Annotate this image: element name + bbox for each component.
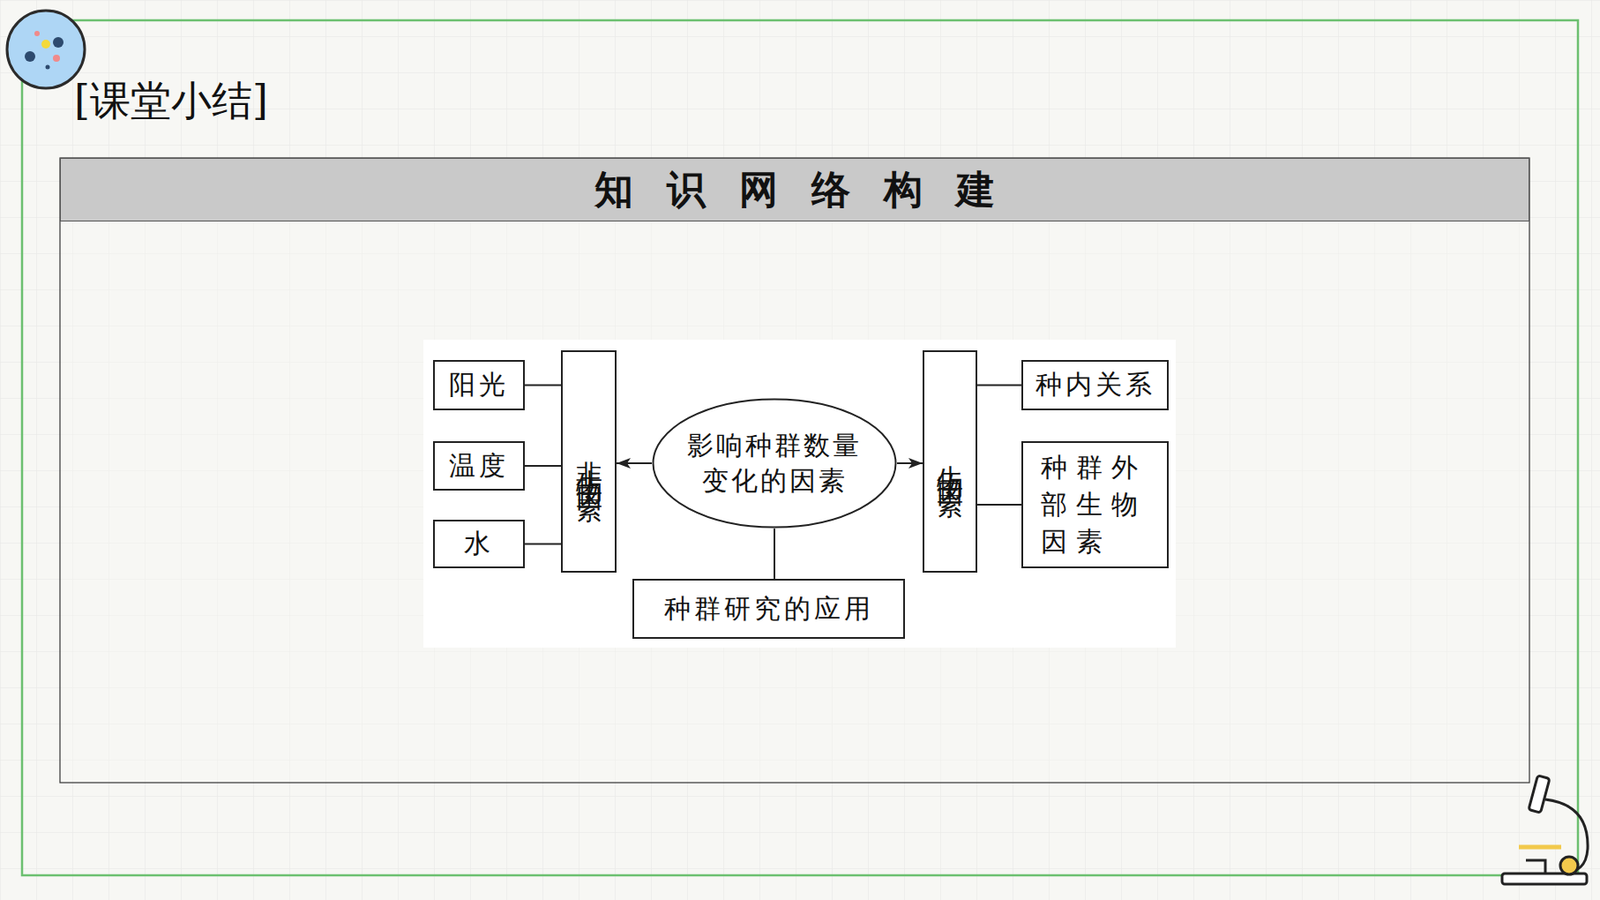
connector <box>524 543 561 546</box>
microscope-tube <box>1528 775 1550 813</box>
node-label: 温度 <box>448 448 509 485</box>
badge-dot <box>52 54 60 62</box>
badge-dot <box>52 37 64 48</box>
ellipse-shape <box>653 399 897 528</box>
heading-band: 知识网络构建 <box>59 157 1530 222</box>
factor-box: 种内关系 <box>1021 359 1169 411</box>
node-label: 种群外部生物因素 <box>1040 448 1152 561</box>
connector <box>773 528 776 579</box>
factor-box: 水 <box>433 519 525 569</box>
badge-dot <box>45 65 51 70</box>
microscope-knob <box>1560 856 1578 875</box>
node-label: 非生物因素 <box>570 439 607 484</box>
diagram-canvas <box>423 339 1176 648</box>
category-box: 生物因素 <box>922 350 978 573</box>
node-label: 影响种群数量变化的因素 <box>686 427 863 500</box>
connector <box>897 462 923 464</box>
application-box: 种群研究的应用 <box>632 578 905 639</box>
category-box: 非生物因素 <box>560 350 617 573</box>
badge-circle <box>7 10 85 89</box>
microscope-icon <box>1502 775 1588 884</box>
node-label: 阳光 <box>448 366 509 404</box>
connector <box>977 384 1022 387</box>
node-label: 种群研究的应用 <box>664 590 875 628</box>
slide-title: [课堂小结] <box>74 74 269 129</box>
microscope-stand <box>1525 859 1546 874</box>
microscope-base <box>1502 873 1587 884</box>
content-box <box>59 157 1530 783</box>
central-ellipse: 影响种群数量变化的因素 <box>651 397 898 529</box>
badge-dot <box>24 51 36 62</box>
microscope-stage <box>1518 844 1562 850</box>
badge-dot <box>41 39 51 49</box>
connector <box>977 503 1022 506</box>
factor-box: 种群外部生物因素 <box>1021 441 1169 569</box>
connector <box>524 464 561 467</box>
badge-icon <box>7 10 85 89</box>
frame-border <box>22 20 1578 875</box>
node-label: 水 <box>463 525 494 562</box>
node-label: 种内关系 <box>1035 366 1156 404</box>
factor-box: 阳光 <box>433 359 525 411</box>
factor-box: 温度 <box>433 441 525 491</box>
ellipse-outline <box>651 397 898 529</box>
node-label: 知识网络构建 <box>560 163 1029 216</box>
badge-dot <box>34 30 40 37</box>
connector <box>616 462 652 464</box>
connector <box>524 384 561 387</box>
node-label: 生物因素 <box>932 443 969 479</box>
